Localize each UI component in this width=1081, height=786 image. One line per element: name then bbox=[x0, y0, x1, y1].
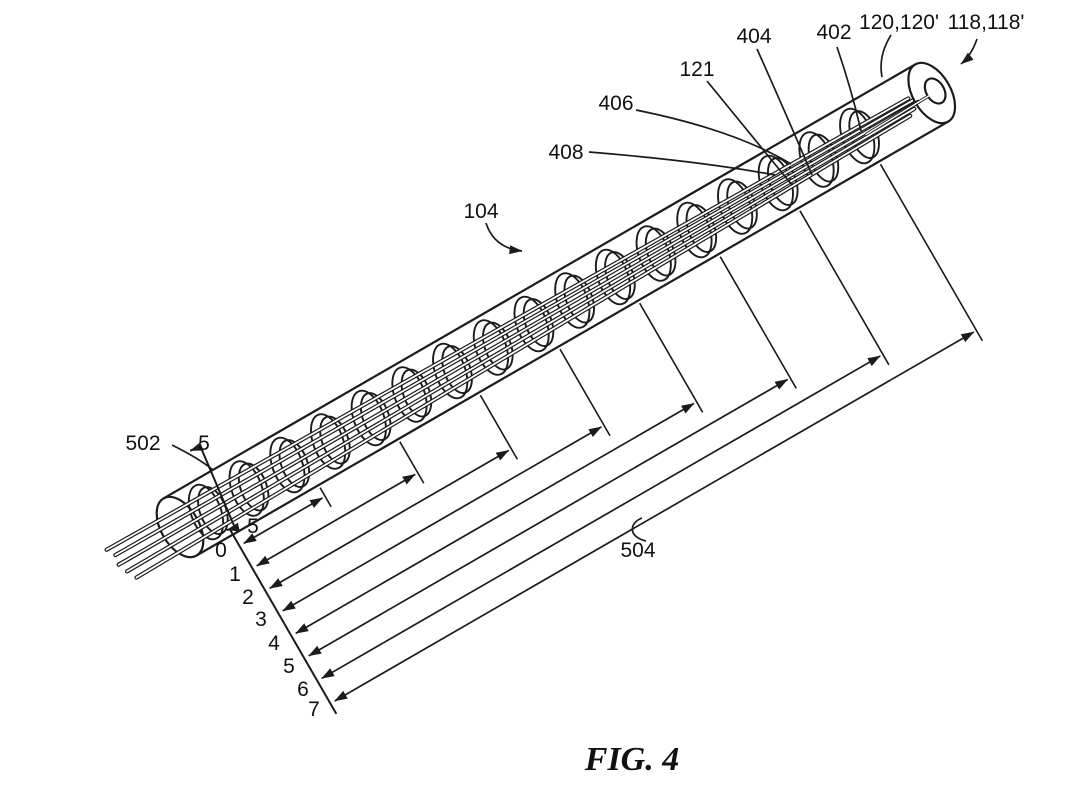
tick-label-2: 2 bbox=[242, 586, 254, 609]
ref-label-118: 118,118' bbox=[948, 11, 1025, 34]
catheter-shaft-assembly bbox=[104, 61, 984, 715]
extension-lines bbox=[319, 163, 984, 508]
ruler-tick-labels: 0 1 2 3 4 5 6 7 bbox=[215, 539, 320, 721]
leader-402 bbox=[836, 46, 862, 132]
dimension-baseline bbox=[229, 529, 338, 715]
tick-label-6: 6 bbox=[297, 678, 309, 701]
ref-label-504: 504 bbox=[620, 539, 655, 562]
leader-arrow-104 bbox=[485, 222, 523, 255]
section-label-5-bottom: 5 bbox=[247, 515, 259, 538]
distal-tip bbox=[864, 61, 957, 136]
ref-label-404: 404 bbox=[736, 25, 771, 48]
reference-labels: 502 104 408 406 121 404 402 120,120' 118… bbox=[125, 11, 1024, 562]
leader-504 bbox=[631, 517, 647, 542]
tick-label-0: 0 bbox=[215, 539, 227, 562]
tip-outer-ellipse bbox=[907, 61, 957, 125]
tick-label-7: 7 bbox=[308, 698, 320, 721]
ref-label-104: 104 bbox=[463, 200, 498, 223]
ref-label-402: 402 bbox=[816, 21, 851, 44]
section-line-5-5 bbox=[189, 442, 240, 532]
tick-label-1: 1 bbox=[229, 563, 241, 586]
leader-408 bbox=[588, 151, 776, 176]
tick-label-5: 5 bbox=[283, 655, 295, 678]
leader-arrow-118 bbox=[960, 38, 978, 65]
section-arrow-top bbox=[189, 442, 204, 452]
ref-label-121: 121 bbox=[679, 58, 714, 81]
leader-404 bbox=[756, 48, 813, 176]
leader-121 bbox=[706, 80, 793, 186]
tick-label-4: 4 bbox=[268, 632, 280, 655]
dimension-arrows bbox=[243, 331, 975, 702]
section-arrow-bottom bbox=[226, 522, 240, 532]
leader-lines bbox=[171, 34, 978, 542]
tick-label-3: 3 bbox=[255, 608, 267, 631]
ref-label-406: 406 bbox=[598, 92, 633, 115]
leader-502 bbox=[171, 444, 214, 471]
leader-406 bbox=[635, 109, 792, 165]
ref-label-408: 408 bbox=[548, 141, 583, 164]
leader-120 bbox=[880, 34, 892, 78]
ref-label-502: 502 bbox=[125, 432, 160, 455]
section-label-5-top: 5 bbox=[198, 432, 210, 455]
figure-caption: FIG. 4 bbox=[584, 741, 679, 778]
ref-label-120: 120,120' bbox=[859, 11, 939, 34]
